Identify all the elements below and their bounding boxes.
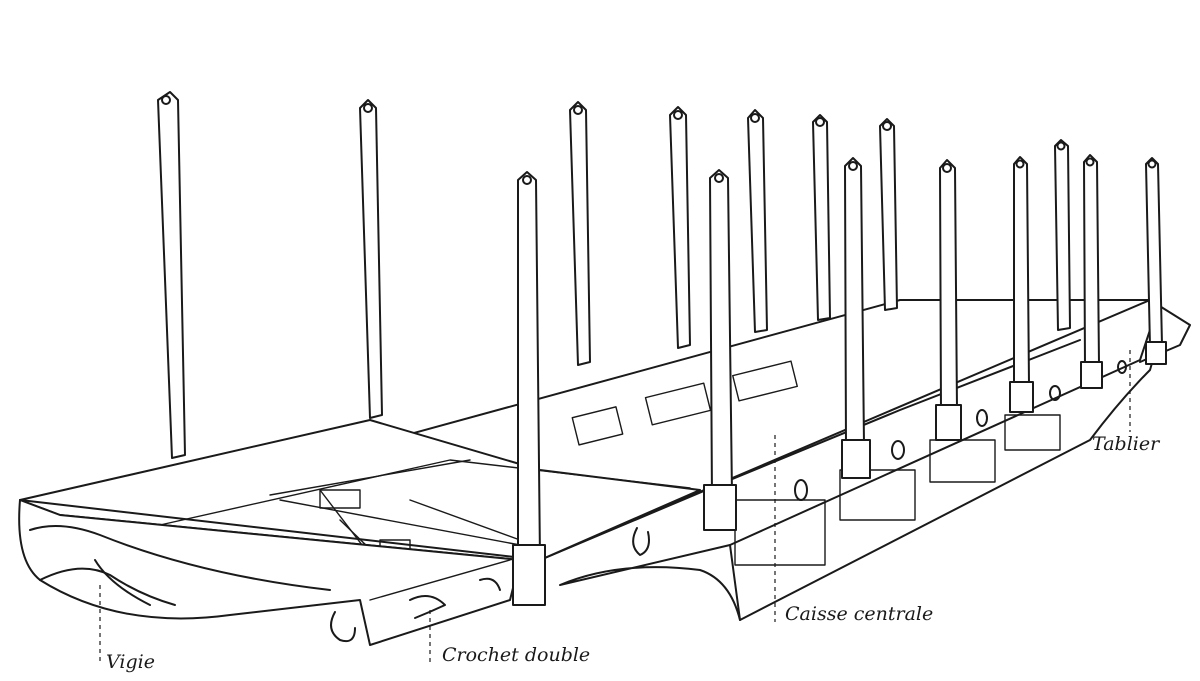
label-crochet-double: Crochet double (442, 644, 590, 666)
label-tablier: Tablier (1092, 433, 1161, 455)
label-vigie: Vigie (106, 651, 155, 673)
side-rings (794, 360, 1127, 501)
front-runner (18, 499, 650, 646)
stanchions (157, 91, 1167, 606)
label-caisse-centrale: Caisse centrale (785, 603, 933, 625)
